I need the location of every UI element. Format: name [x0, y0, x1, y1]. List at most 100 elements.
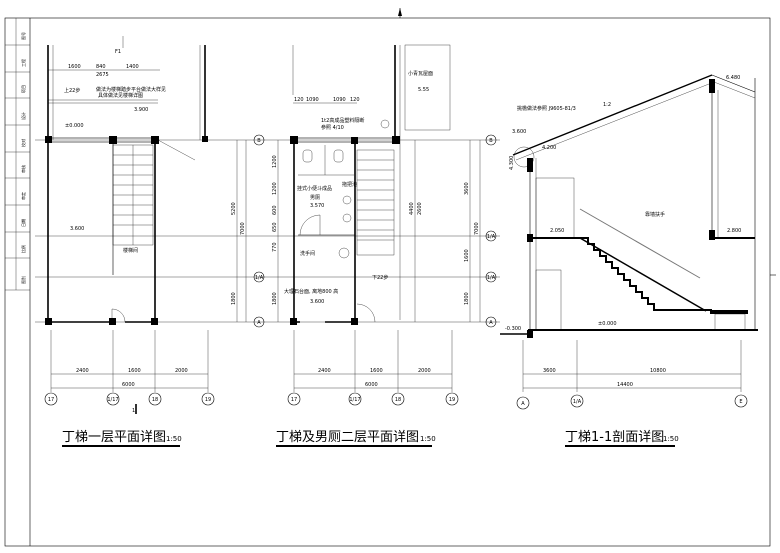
dim-label: 600	[272, 205, 278, 215]
strip-label: 设计	[20, 112, 26, 120]
dim-label: 1800	[272, 292, 278, 305]
drawing-scale: 1:50	[166, 435, 182, 443]
fixture-label: 拖把池	[342, 181, 357, 188]
sink-icon	[342, 213, 352, 223]
note-text: 做法为楼梯踏步平台做法大样见	[96, 86, 166, 93]
svg-text:17: 17	[48, 397, 54, 403]
level-label: 2.800	[727, 228, 741, 234]
note-text: 1t2高成品塑料隔断	[321, 117, 364, 124]
strip-label: 图号	[20, 32, 26, 40]
dim-label: 1200	[272, 182, 278, 195]
drawing-title: 丁梯一层平面详图	[62, 430, 166, 445]
door-swing	[111, 308, 126, 323]
section-1-1: 挑檐做法参照 J9605-81/3 1:2 靠墙扶手 6.480 4.200 3…	[500, 74, 758, 447]
dim-label: 3600	[464, 182, 470, 195]
level-label: 4.300	[509, 156, 515, 170]
dim-label: 840	[96, 64, 106, 70]
level-label: -0.300	[505, 326, 521, 332]
title-strip: 图号 工程 项目 设计 校对 审核 审定 日期 比例 图别	[5, 32, 30, 291]
level-label: ±0.000	[65, 123, 84, 129]
strip-label: 比例	[20, 245, 26, 253]
stair-flight	[582, 237, 712, 311]
axis-bubbles: A 1/A E	[516, 394, 748, 410]
room-label: 洗手间	[300, 250, 315, 257]
note-text: 具体做法见楼梯详图	[98, 92, 143, 99]
drawing-scale: 1:50	[663, 435, 679, 443]
level-label: ±0.000	[598, 321, 617, 327]
slope-label: 1:2	[603, 102, 611, 108]
level-label: 3.900	[134, 107, 148, 113]
grid-lines	[35, 139, 500, 323]
dim-label: 650	[272, 222, 278, 232]
wall-handrail	[579, 208, 701, 279]
drawing-title: 丁梯1-1剖面详图	[565, 430, 664, 445]
dim-label: 2400	[76, 368, 89, 374]
handrail-label: 靠墙扶手	[645, 211, 665, 218]
level-label: 3.570	[310, 203, 324, 209]
dim-label: 1090	[333, 97, 346, 103]
dim-label: 2000	[418, 368, 431, 374]
fixture-label: 挂式小便斗成品	[297, 185, 332, 192]
level-label: 3.600	[70, 226, 84, 232]
dim-label: 1600	[128, 368, 141, 374]
dim-label: 10800	[650, 368, 666, 374]
level-label: 3.600	[310, 299, 324, 305]
level-label: F1	[115, 49, 121, 55]
level-label: 3.600	[512, 129, 526, 135]
svg-text:1/A: 1/A	[487, 234, 496, 240]
note-text: 挑檐做法参照 J9605-81/3	[517, 105, 576, 112]
detail-callout	[513, 146, 535, 168]
svg-text:A: A	[521, 401, 525, 407]
strip-label: 工程	[20, 59, 26, 67]
sheet-frame	[4, 17, 771, 547]
note-text: 参照 4/10	[321, 124, 344, 131]
section-mark: 1	[132, 408, 135, 414]
dim-label: 3600	[543, 368, 556, 374]
dim-label: 1800	[231, 292, 237, 305]
level-label: 4.200	[542, 145, 556, 151]
urinal-icon	[333, 149, 344, 163]
door-swing	[299, 214, 321, 236]
row-axis-bubbles: B 1/A A B 1/A 1/A A	[253, 134, 497, 328]
svg-text:B: B	[489, 138, 493, 144]
svg-text:18: 18	[395, 397, 401, 403]
dim-label: 6000	[122, 382, 135, 388]
dim-label: 1090	[306, 97, 319, 103]
dim-label: 770	[272, 242, 278, 252]
drawing-title: 丁梯及男厕二层平面详图	[276, 430, 419, 445]
dim-label: 1600	[370, 368, 383, 374]
dim-label: 7000	[474, 222, 480, 235]
dim-label: 2600	[417, 202, 423, 215]
level-label: 6.480	[726, 75, 740, 81]
svg-text:B: B	[257, 138, 261, 144]
strip-label: 审核	[20, 165, 26, 173]
svg-text:1/A: 1/A	[573, 399, 582, 405]
dim-label: 2400	[318, 368, 331, 374]
plan-1: 1600 840 1400 2675 F1 做法为楼梯踏步平台做法大样见 具体做…	[44, 36, 247, 447]
level-label: 5.55	[418, 87, 429, 93]
dim-label: 14400	[617, 382, 633, 388]
sink-icon	[338, 247, 350, 259]
door-swing	[356, 303, 376, 323]
dim-label: 1600	[68, 64, 81, 70]
up-label: 上22步	[64, 87, 80, 94]
strip-label: 图别	[20, 276, 26, 284]
dim-label: 2675	[96, 72, 109, 78]
svg-text:E: E	[739, 399, 742, 405]
urinal-icon	[302, 149, 313, 163]
dim-label: 1200	[272, 155, 278, 168]
dim-label: 2000	[175, 368, 188, 374]
drawing-scale: 1:50	[420, 435, 436, 443]
dim-label: 120	[294, 97, 304, 103]
detail-callout	[380, 119, 390, 129]
dim-label: 6000	[365, 382, 378, 388]
down-label: 下22步	[372, 275, 388, 281]
room-label: 楼梯间	[123, 247, 138, 254]
svg-text:A: A	[489, 320, 493, 326]
dim-label: 1600	[464, 249, 470, 262]
svg-text:18: 18	[152, 397, 158, 403]
svg-text:1/A: 1/A	[487, 275, 496, 281]
dim-label: 7000	[240, 222, 246, 235]
plan-2: 小青瓦屋面 5.55 120 1090 1090 120 1t2高成品塑料隔断	[272, 44, 481, 447]
svg-text:19: 19	[205, 397, 211, 403]
